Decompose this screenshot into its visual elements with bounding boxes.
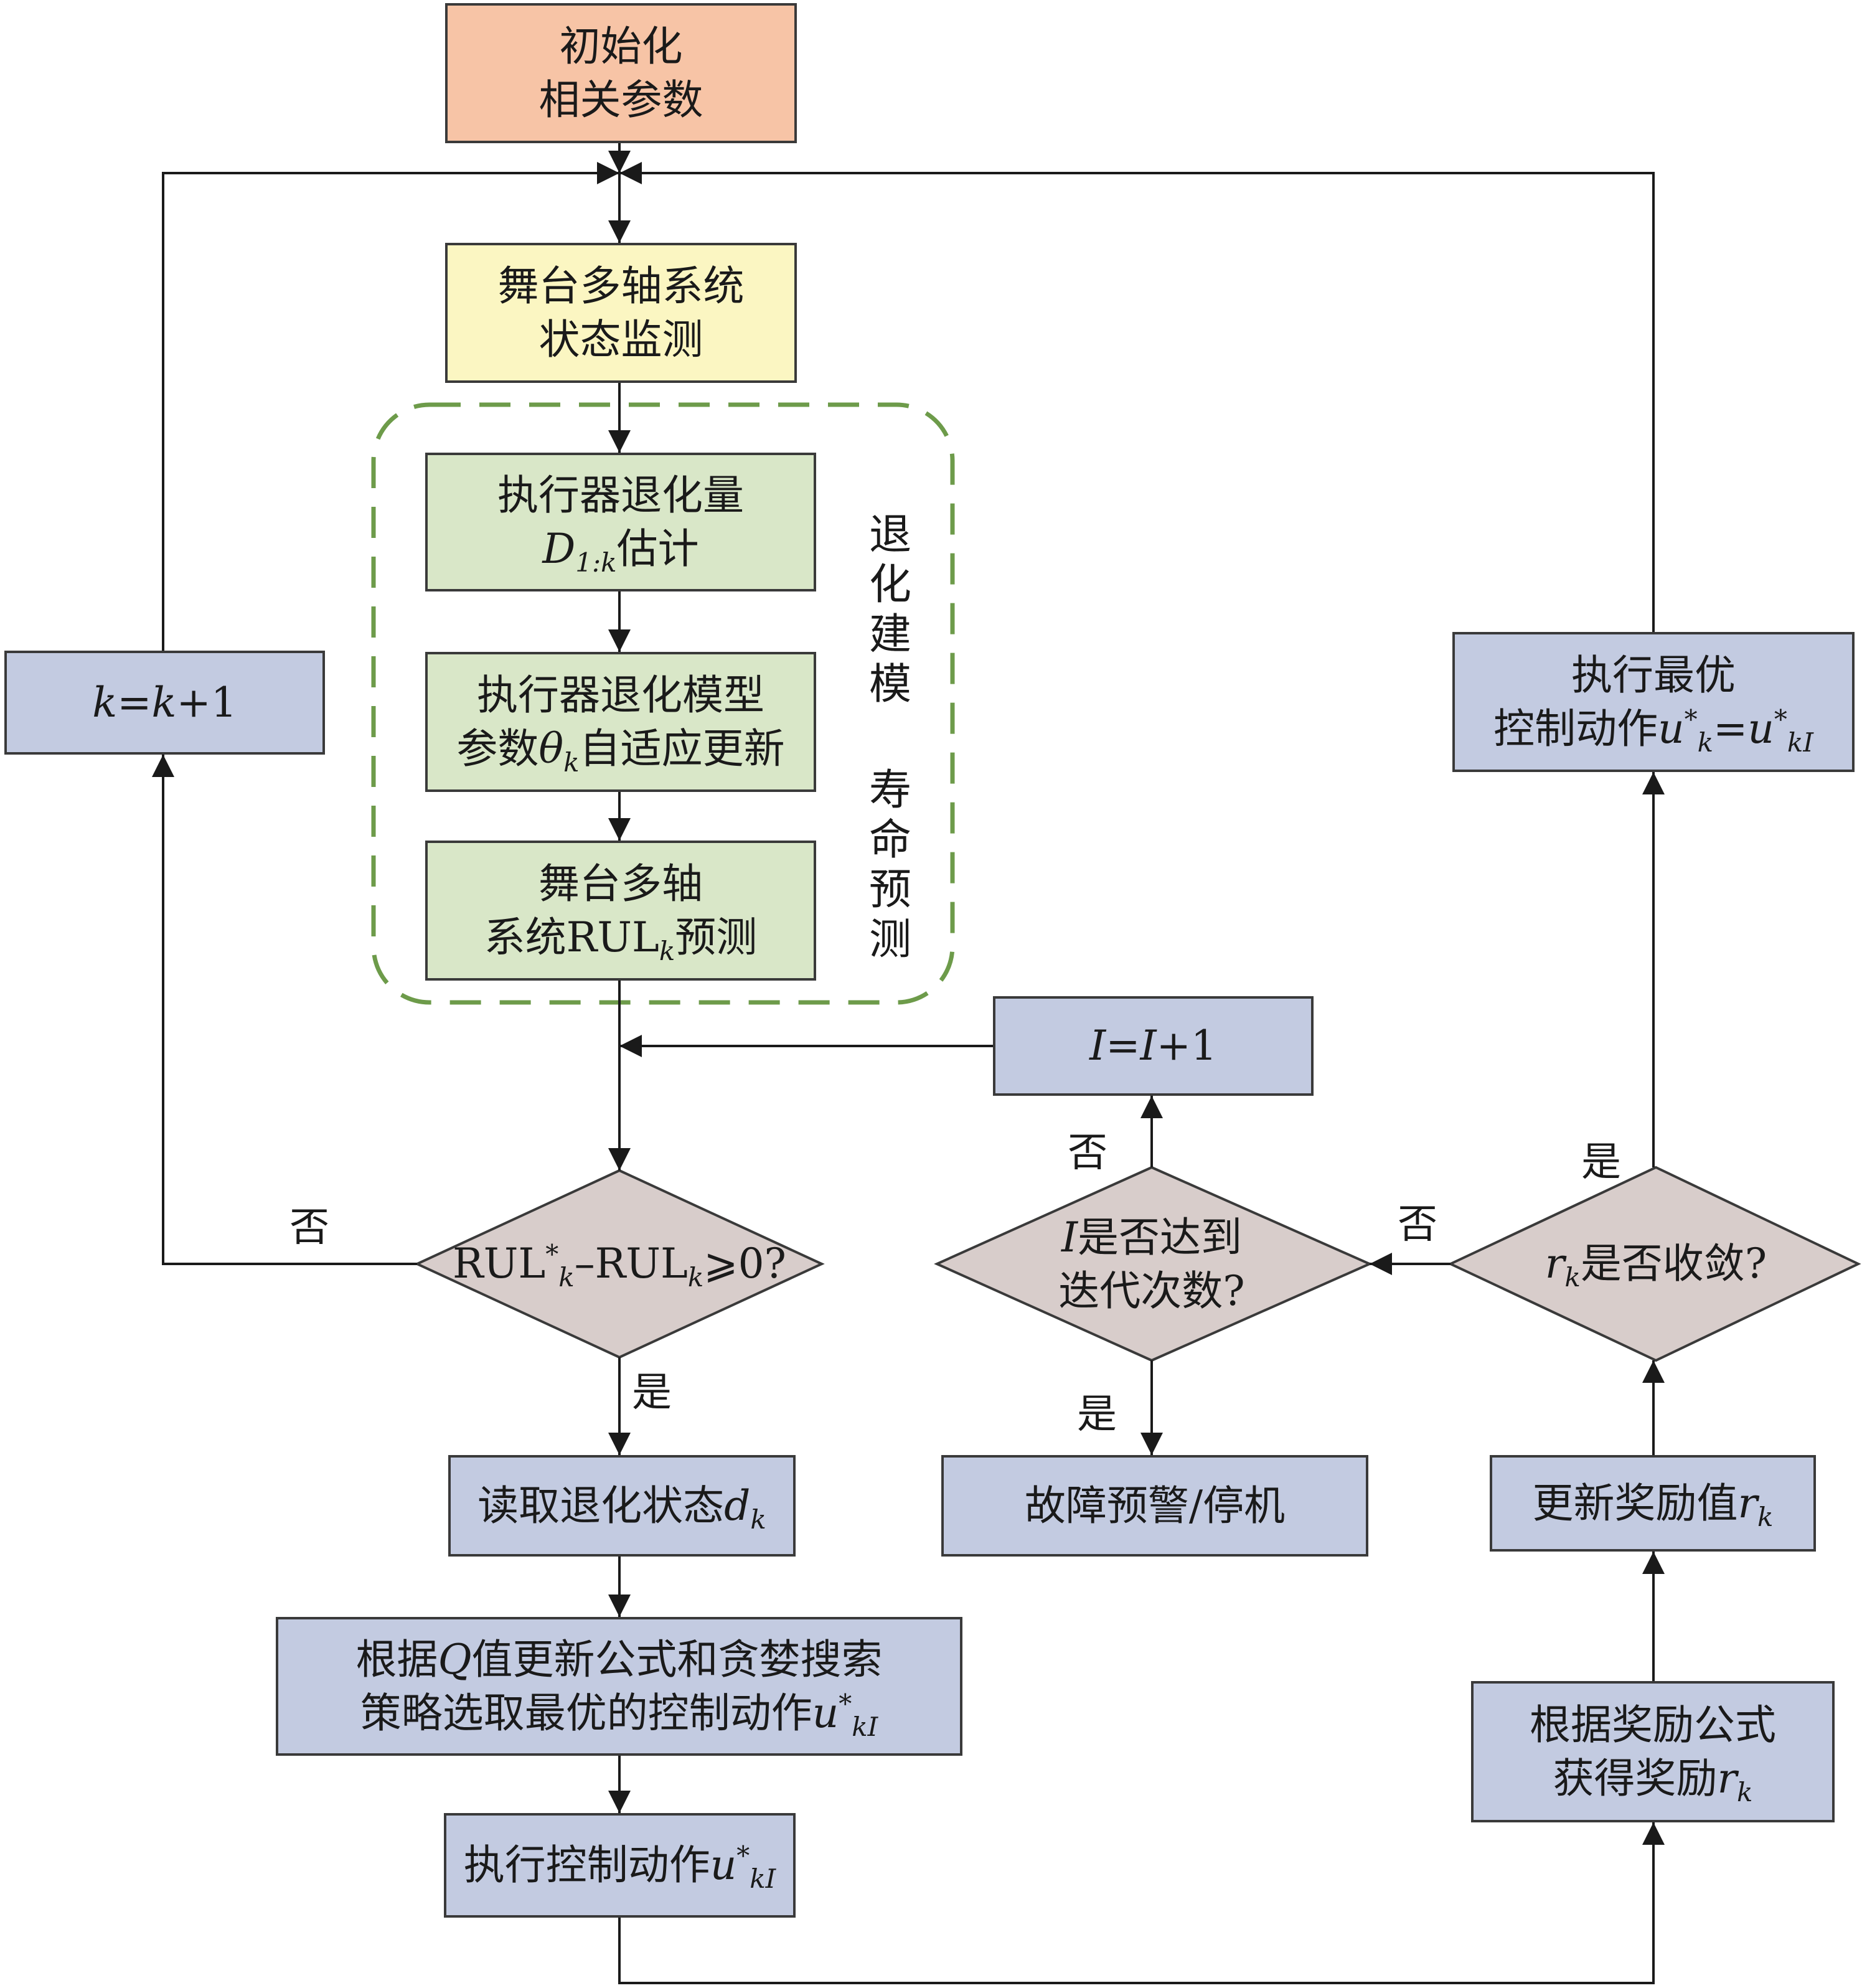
init-line1: 初始化 xyxy=(559,22,683,70)
read-state-text: 读取退化状态dk xyxy=(477,1481,766,1535)
arrow-exec-to-getreward xyxy=(618,1822,1665,1984)
exec-optimal-line2: 控制动作u*k=u*kI xyxy=(1493,704,1813,758)
model-line1: 执行器退化模型 xyxy=(477,671,764,719)
label-conv-yes: 是 xyxy=(1581,1139,1621,1185)
i-update-text: I=I+1 xyxy=(1089,1022,1217,1070)
monitor-box: 舞台多轴系统 状态监测 xyxy=(445,243,797,383)
exec-optimal-line1: 执行最优 xyxy=(1571,651,1736,699)
select-action-line1: 根据Q值更新公式和贪婪搜索 xyxy=(355,1635,883,1684)
i-update-box: I=I+1 xyxy=(993,996,1314,1096)
arrow-rul-no-to-kupdate xyxy=(152,755,417,1265)
monitor-line2: 状态监测 xyxy=(538,315,703,364)
update-reward-box: 更新奖励值rk xyxy=(1490,1455,1816,1552)
select-action-box: 根据Q值更新公式和贪婪搜索 策略选取最优的控制动作u*kI xyxy=(276,1617,962,1756)
label-rul-no: 否 xyxy=(289,1205,329,1251)
init-box: 初始化 相关参数 xyxy=(445,3,797,143)
iteration-check-text: I是否达到 迭代次数? xyxy=(1058,1213,1245,1315)
estimate-line2: D1:k估计 xyxy=(542,524,699,578)
estimate-line1: 执行器退化量 xyxy=(497,471,744,519)
rul-predict-line1: 舞台多轴 xyxy=(538,859,703,908)
arrow-kupdate-to-merge xyxy=(162,162,619,651)
monitor-line1: 舞台多轴系统 xyxy=(497,261,745,310)
label-iter-no: 否 xyxy=(1068,1130,1107,1176)
rul-predict-box: 舞台多轴 系统RULk预测 xyxy=(425,841,816,981)
read-state-box: 读取退化状态dk xyxy=(448,1455,796,1557)
convergence-check-text: rk是否收敛? xyxy=(1545,1240,1767,1293)
get-reward-line1: 根据奖励公式 xyxy=(1530,1700,1776,1749)
label-conv-no: 否 xyxy=(1398,1202,1437,1248)
get-reward-line2: 获得奖励rk xyxy=(1553,1754,1753,1807)
degradation-estimate-box: 执行器退化量 D1:k估计 xyxy=(425,453,816,591)
label-iter-yes: 是 xyxy=(1077,1392,1117,1438)
arrow-optimal-to-merge xyxy=(619,162,1655,632)
fault-box: 故障预警/停机 xyxy=(941,1455,1368,1557)
group-label-degradation-modeling: 退 化 建 模 xyxy=(868,511,911,709)
update-reward-text: 更新奖励值rk xyxy=(1532,1479,1774,1532)
rul-check-text: RUL*k–RULk⩾0? xyxy=(453,1239,786,1293)
rul-predict-line2: 系统RULk预测 xyxy=(484,913,758,966)
init-line2: 相关参数 xyxy=(538,75,703,124)
fault-text: 故障预警/停机 xyxy=(1024,1481,1286,1530)
model-update-box: 执行器退化模型 参数θk自适应更新 xyxy=(425,652,816,792)
model-line2: 参数θk自适应更新 xyxy=(456,724,785,778)
get-reward-box: 根据奖励公式 获得奖励rk xyxy=(1471,1681,1835,1822)
degradation-group-border xyxy=(371,402,955,1005)
label-rul-yes: 是 xyxy=(632,1370,672,1416)
group-label-life-prediction: 寿 命 预 测 xyxy=(868,766,911,964)
select-action-line2: 策略选取最优的控制动作u*kI xyxy=(360,1688,878,1742)
k-update-text: k=k+1 xyxy=(92,678,237,727)
exec-optimal-box: 执行最优 控制动作u*k=u*kI xyxy=(1452,632,1855,772)
k-update-box: k=k+1 xyxy=(4,651,325,755)
exec-action-text: 执行控制动作u*kI xyxy=(463,1840,776,1895)
exec-action-box: 执行控制动作u*kI xyxy=(444,1813,796,1918)
